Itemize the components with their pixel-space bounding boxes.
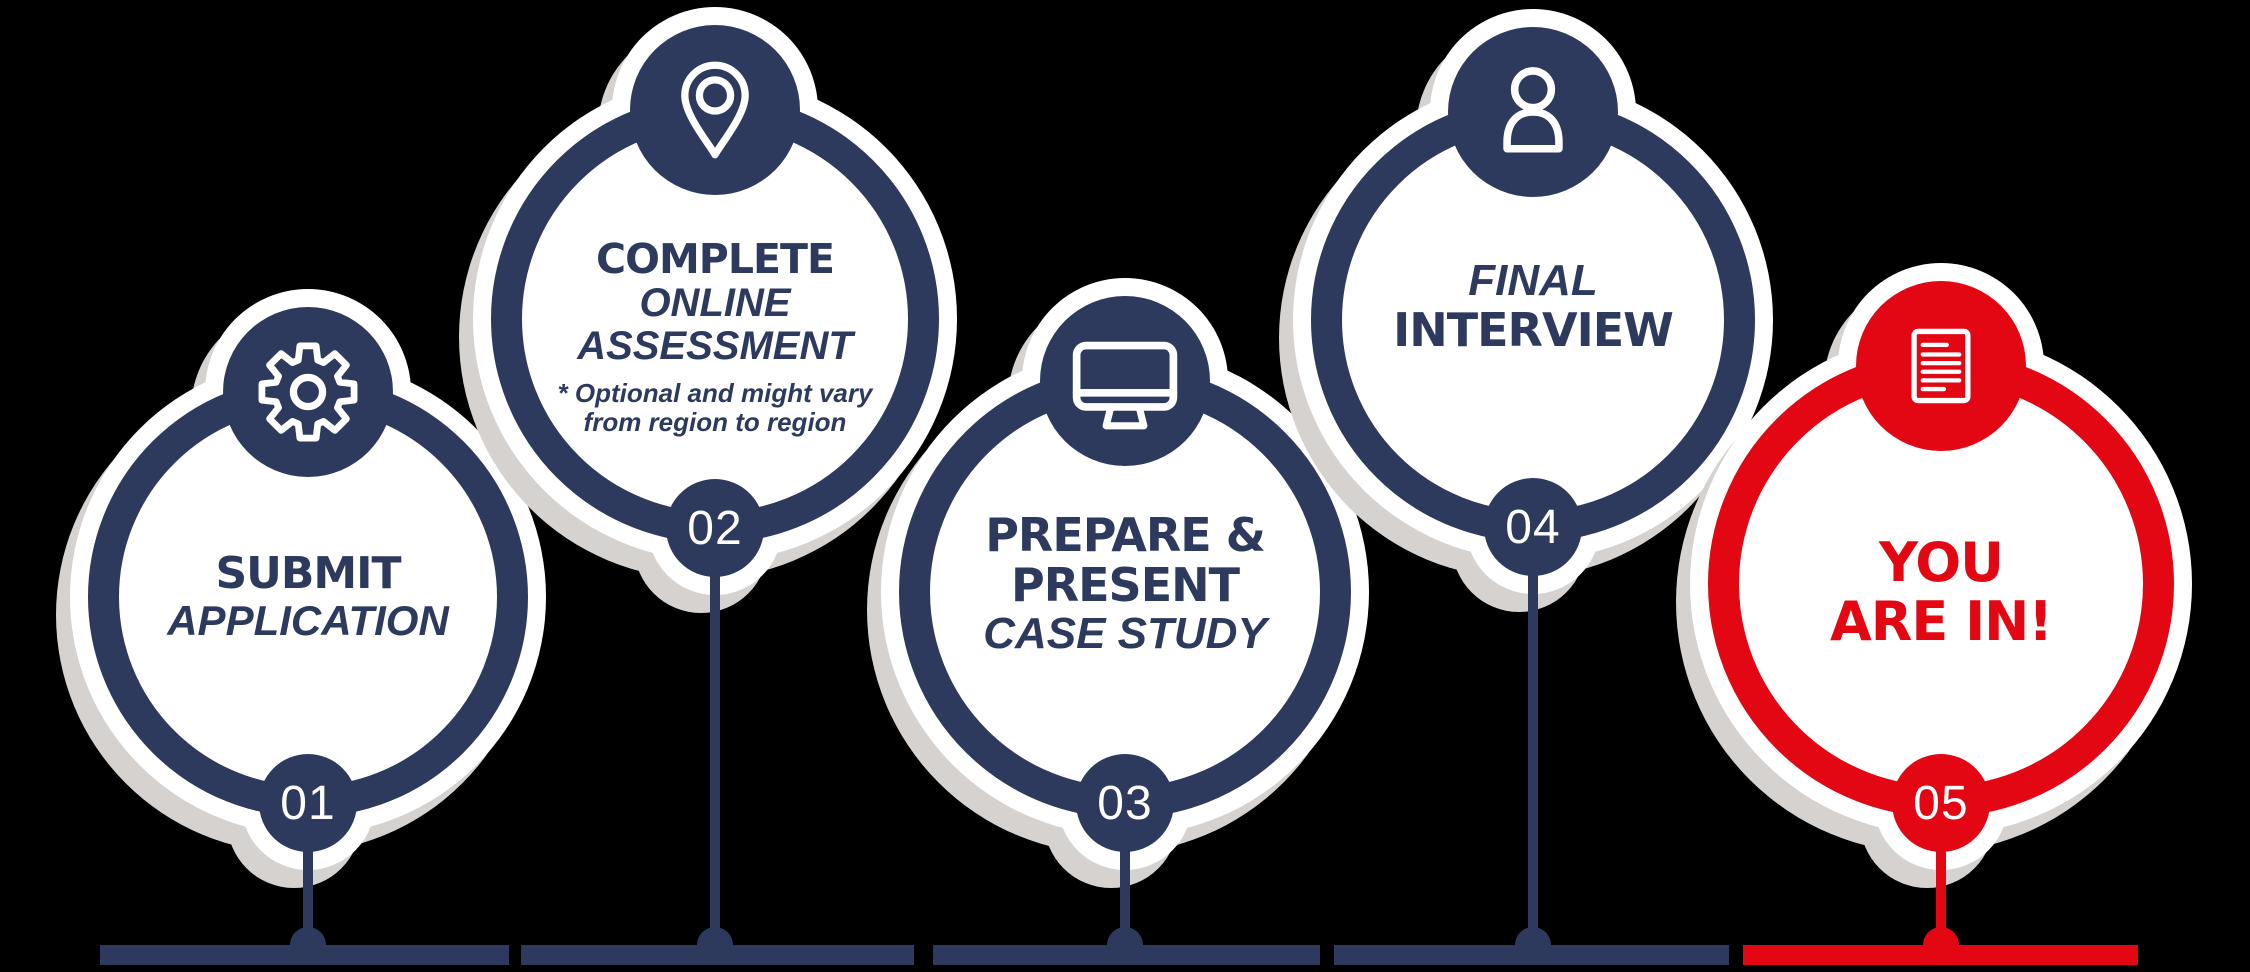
connector-line <box>1936 843 1946 951</box>
person-icon <box>1503 67 1563 153</box>
step-number-badge: 02 <box>666 479 764 577</box>
document-icon <box>1911 328 1971 404</box>
step-note-line: from region to region <box>583 406 847 437</box>
step-number: 05 <box>1913 776 1969 830</box>
step-title-line: SUBMIT <box>215 548 401 600</box>
step-title-line: ASSESSMENT <box>577 324 853 369</box>
step-icon-circle <box>1448 27 1618 197</box>
step-number-badge: 01 <box>259 754 357 852</box>
connector-line <box>1528 567 1538 951</box>
step-note-line: * Optional and might vary <box>557 377 873 408</box>
connector-line <box>710 568 720 951</box>
step-icon-circle <box>630 25 800 195</box>
step-title-line: YOU <box>1879 531 2004 595</box>
step-number-badge: 03 <box>1076 754 1174 852</box>
step-title-line: CASE STUDY <box>983 609 1267 659</box>
step-number-badge: 04 <box>1484 478 1582 576</box>
step-title: YOU ARE IN! <box>1830 531 2053 653</box>
timeline-segment-3 <box>933 945 1320 965</box>
step-title-line: PRESENT <box>1011 558 1240 613</box>
timeline-segment-1 <box>100 945 509 965</box>
step-title-line: APPLICATION <box>167 597 449 645</box>
step-number: 02 <box>687 501 743 555</box>
timeline-segment-4 <box>1334 945 1729 965</box>
step-title: FINAL INTERVIEW <box>1393 255 1674 357</box>
step-note: * Optional and might vary from region to… <box>557 377 873 437</box>
location-pin-icon <box>681 61 749 159</box>
step-title-line: FINAL <box>1468 255 1598 305</box>
step-icon-circle <box>223 307 393 477</box>
step-title-line: ARE IN! <box>1830 590 2053 653</box>
step-title: SUBMIT APPLICATION <box>167 550 449 644</box>
step-title-line: INTERVIEW <box>1393 302 1674 357</box>
step-number-badge: 05 <box>1892 754 1990 852</box>
connector-line <box>1120 843 1130 951</box>
step-title-line: PREPARE & <box>985 507 1266 562</box>
step-icon-circle <box>1856 281 2026 451</box>
gear-icon <box>258 342 358 442</box>
step-number: 01 <box>280 776 336 830</box>
step-title-line: ONLINE <box>639 280 791 325</box>
step-number: 04 <box>1505 500 1561 554</box>
connector-line <box>303 843 313 951</box>
step-title: PREPARE & PRESENT CASE STUDY <box>983 510 1267 658</box>
step-title-line: COMPLETE <box>596 234 835 283</box>
step-title: COMPLETE ONLINE ASSESSMENT * Optional an… <box>558 237 873 437</box>
timeline-segment-2 <box>521 945 914 965</box>
step-number: 03 <box>1097 776 1153 830</box>
timeline-segment-5 <box>1743 945 2138 965</box>
monitor-icon <box>1072 341 1178 430</box>
step-icon-circle <box>1040 296 1210 466</box>
